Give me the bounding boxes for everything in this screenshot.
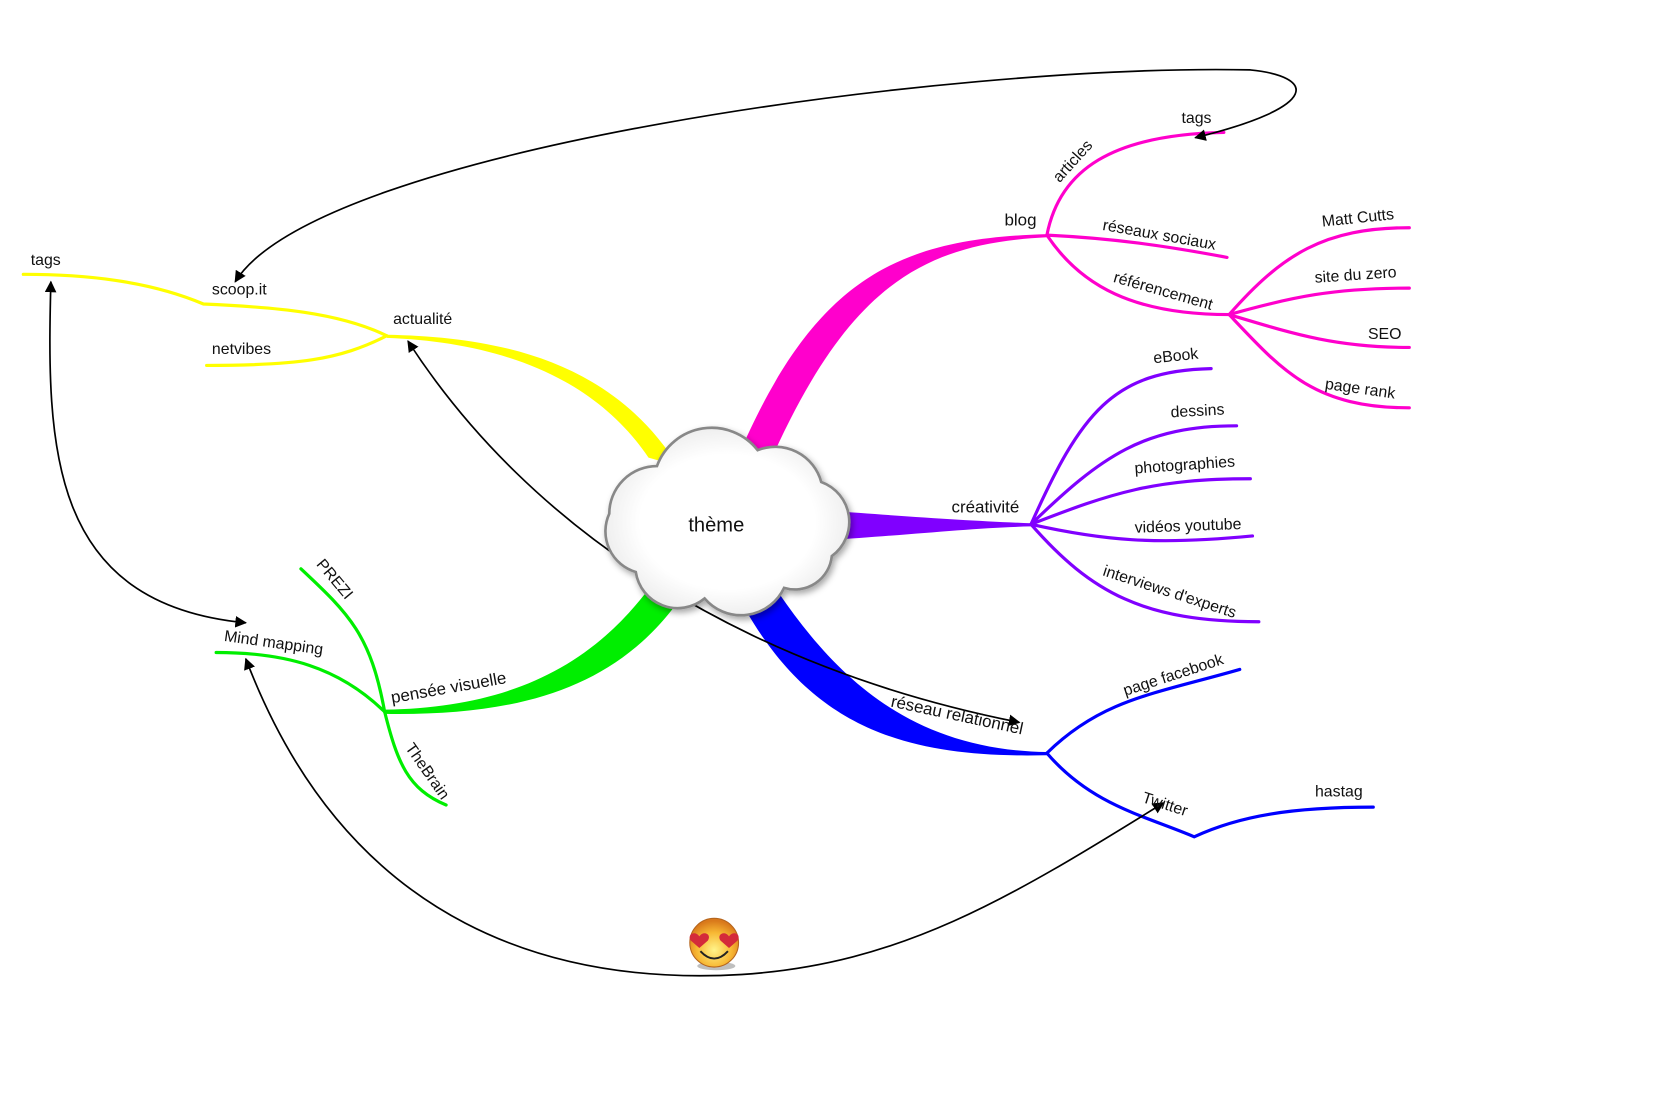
cloud-shape — [604, 426, 851, 617]
relation-arrow-tags-mindmapping[interactable] — [44, 280, 247, 628]
label-blog[interactable]: blog — [1005, 211, 1037, 230]
branch-videos-youtube[interactable] — [1029, 522, 1255, 543]
branch-page-rank[interactable] — [1227, 312, 1411, 410]
branch-dessins[interactable] — [1029, 424, 1239, 526]
branch-blog[interactable] — [738, 234, 1047, 467]
smiley-heart-eyes-icon — [689, 917, 740, 971]
label-prezi[interactable]: PREZI — [313, 556, 356, 603]
branch-site-du-zero[interactable] — [1227, 286, 1411, 317]
relation-arrow-mindmapping-twitter[interactable] — [244, 657, 1165, 977]
central-topic-label: thème — [688, 515, 744, 537]
branch-seo[interactable] — [1227, 312, 1411, 350]
label-seo[interactable]: SEO — [1368, 326, 1402, 343]
branch-ebook[interactable] — [1029, 367, 1213, 526]
label-photographies[interactable]: photographies — [1134, 453, 1236, 477]
branch-mind-mapping[interactable] — [214, 650, 387, 714]
label-page-facebook[interactable]: page facebook — [1121, 651, 1225, 699]
branch-photographies[interactable] — [1029, 477, 1252, 526]
branch-matt-cutts[interactable] — [1227, 226, 1411, 317]
label-dessins[interactable]: dessins — [1170, 402, 1225, 422]
relation-arrow-tags-scoopit[interactable] — [234, 68, 1297, 283]
central-topic[interactable] — [604, 426, 851, 617]
label-site-du-zero[interactable]: site du zero — [1314, 264, 1397, 287]
label-videos-youtube[interactable]: vidéos youtube — [1134, 516, 1242, 537]
label-ebook[interactable]: eBook — [1153, 346, 1200, 368]
label-netvibes[interactable]: netvibes — [212, 341, 271, 358]
branch-interviews[interactable] — [1029, 522, 1261, 624]
label-creativite[interactable]: créativité — [952, 498, 1020, 517]
label-tags-blog[interactable]: tags — [1181, 110, 1211, 127]
label-tags-actualite[interactable]: tags — [31, 252, 61, 269]
branch-actualite[interactable] — [386, 334, 679, 467]
label-scoopit[interactable]: scoop.it — [212, 281, 267, 298]
label-twitter[interactable]: Twitter — [1140, 789, 1190, 820]
label-hastag[interactable]: hastag — [1315, 784, 1363, 801]
label-referencement[interactable]: référencement — [1111, 269, 1215, 314]
branch-scoopit[interactable] — [21, 272, 389, 338]
label-reseaux-sociaux[interactable]: réseaux sociaux — [1101, 217, 1217, 254]
label-matt-cutts[interactable]: Matt Cutts — [1321, 206, 1395, 230]
label-actualite[interactable]: actualité — [393, 311, 452, 328]
